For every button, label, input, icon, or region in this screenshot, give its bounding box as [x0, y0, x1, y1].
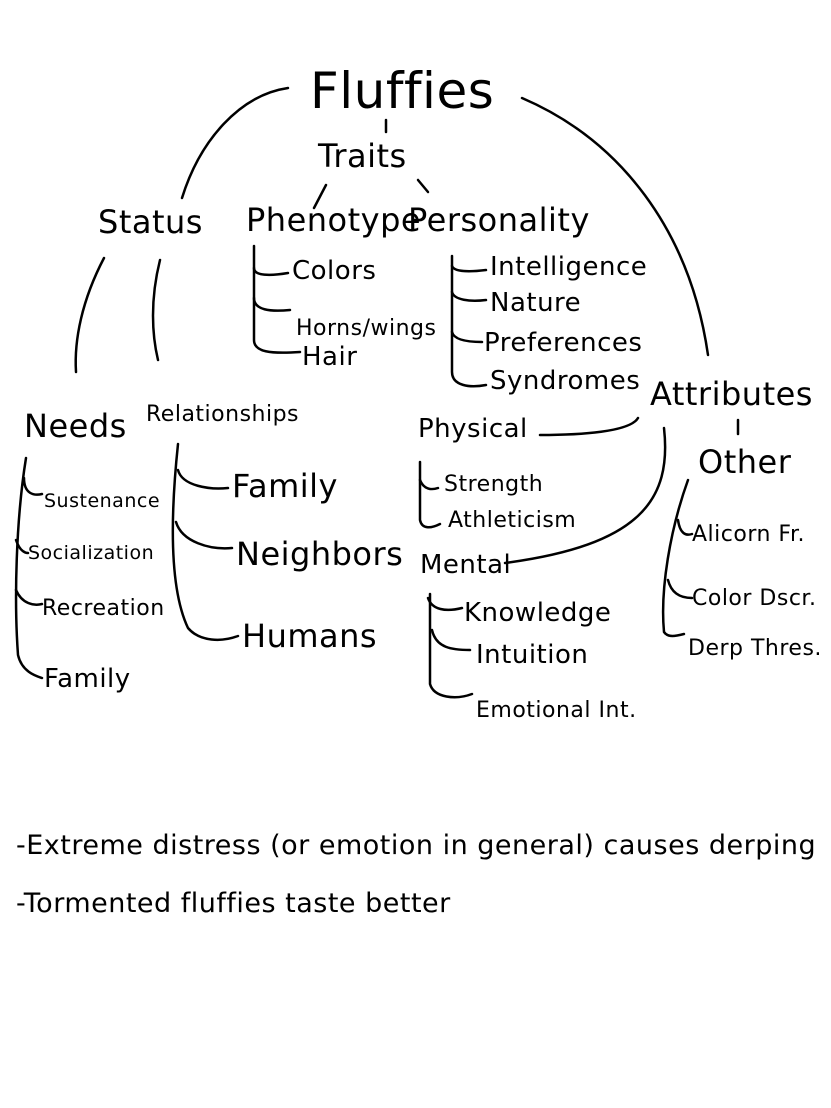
- mental-node: Mental: [420, 550, 512, 580]
- phenotype-node: Phenotype: [246, 201, 422, 239]
- phenotype-bracket: [252, 244, 302, 354]
- needs-item-family: Family: [44, 664, 131, 694]
- phenotype-item-horns-wings: Horns/wings: [296, 316, 437, 341]
- physical-node: Physical: [418, 414, 528, 444]
- needs-bracket: [14, 456, 44, 680]
- root-node: Fluffies: [310, 62, 495, 120]
- personality-item-nature: Nature: [490, 288, 582, 318]
- needs-tick-socialization: [14, 538, 30, 555]
- relationships-item-neighbors: Neighbors: [236, 535, 404, 573]
- other-item-alicorn-fr: Alicorn Fr.: [692, 522, 805, 547]
- other-item-derp-thres: Derp Thres.: [688, 636, 822, 661]
- phenotype-item-colors: Colors: [292, 256, 377, 286]
- status-node: Status: [98, 203, 203, 241]
- mental-item-intuition: Intuition: [476, 640, 589, 670]
- physical-bracket: [418, 460, 442, 529]
- phenotype-tick-horns: [252, 296, 292, 312]
- status-to-relationships-line: [151, 258, 162, 362]
- physical-tick-strength: [418, 478, 440, 491]
- needs-item-socialization: Socialization: [28, 542, 155, 564]
- mental-tick-intuition: [430, 628, 472, 652]
- mental-item-knowledge: Knowledge: [464, 598, 612, 628]
- other-item-color-dscr: Color Dscr.: [692, 586, 817, 611]
- note-derping: -Extreme distress (or emotion in general…: [16, 830, 817, 861]
- personality-bracket: [450, 254, 488, 388]
- phenotype-item-hair: Hair: [302, 342, 358, 372]
- needs-item-recreation: Recreation: [42, 596, 165, 621]
- other-tick-color: [666, 578, 694, 600]
- personality-item-syndromes: Syndromes: [490, 366, 641, 396]
- personality-item-preferences: Preferences: [484, 328, 643, 358]
- mental-bracket: [428, 592, 474, 699]
- needs-node: Needs: [24, 407, 127, 445]
- note-tormented: -Tormented fluffies taste better: [16, 888, 451, 919]
- relationships-tick-neighbors: [174, 520, 234, 550]
- relationships-item-humans: Humans: [242, 617, 378, 655]
- relationships-tick-family: [176, 468, 230, 490]
- other-bracket: [661, 478, 690, 638]
- root-to-attributes-line: [520, 96, 710, 357]
- traits-to-phenotype-line: [312, 183, 328, 210]
- needs-item-sustenance: Sustenance: [44, 490, 161, 512]
- mental-tick-knowledge: [426, 596, 464, 612]
- personality-tick-intelligence: [450, 264, 488, 273]
- physical-item-athleticism: Athleticism: [448, 508, 577, 533]
- phenotype-tick-colors: [252, 266, 290, 277]
- personality-item-intelligence: Intelligence: [490, 252, 648, 282]
- mental-item-emotional-int: Emotional Int.: [476, 698, 637, 723]
- relationships-bracket: [171, 442, 240, 642]
- attributes-to-physical-line: [538, 416, 640, 437]
- personality-node: Personality: [408, 201, 590, 239]
- other-tick-alicorn: [676, 518, 694, 536]
- needs-tick-recreation: [14, 588, 44, 606]
- personality-tick-preferences: [450, 330, 484, 344]
- needs-tick-sustenance: [22, 476, 44, 496]
- attributes-to-mental-line: [503, 426, 667, 565]
- other-node: Other: [698, 443, 792, 481]
- traits-node: Traits: [318, 137, 407, 175]
- relationships-item-family: Family: [232, 467, 338, 505]
- attributes-node: Attributes: [650, 375, 813, 413]
- physical-item-strength: Strength: [444, 472, 544, 497]
- traits-to-personality-line: [416, 178, 430, 194]
- relationships-node: Relationships: [146, 402, 300, 427]
- personality-tick-nature: [450, 290, 488, 302]
- status-to-needs-line: [74, 256, 106, 374]
- root-to-status-line: [180, 86, 290, 200]
